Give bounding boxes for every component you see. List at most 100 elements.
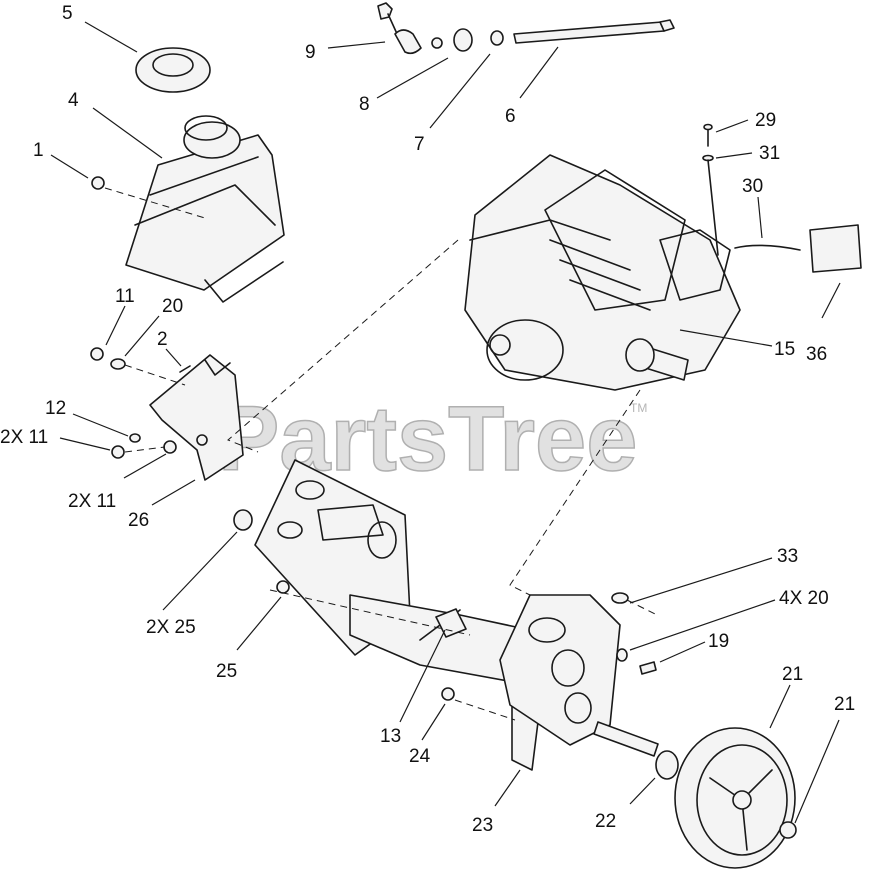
nut1-to-tank-line [104,187,206,219]
side-plate-bearing [551,649,585,687]
callout-1: 1 [33,140,44,161]
leader-4 [92,107,163,159]
leader-33 [629,557,773,604]
leader-6 [519,46,559,99]
watermark-trademark: TM [630,401,647,415]
callout-4x20: 4X 20 [779,588,829,609]
callout-4: 4 [68,90,79,111]
callout-2x11-right: 2X 11 [68,491,116,512]
screw-head-29 [703,123,713,131]
callout-20: 20 [162,296,183,317]
engine-carburetor [659,229,731,301]
leader-21 [794,719,840,824]
leader-15 [679,329,773,347]
frame-assembly [233,459,543,771]
leader-19 [659,641,706,663]
callout-23: 22 [595,811,616,832]
washer-part-20 [110,358,126,370]
leader-2x11-right [123,453,167,479]
fuel-hose-part-6 [513,21,665,44]
frame-cone [317,504,384,541]
elbow-fitting-part-9 [394,29,422,55]
leader-1 [50,154,89,179]
side-plate-assembly [499,592,657,746]
nut-part-2x11-left [111,445,125,459]
leader-36 [821,282,841,319]
callout-19: 19 [708,631,729,652]
callout-27: 26 [128,510,149,531]
leader-12 [72,413,129,437]
side-plate-opening-upper [528,617,566,643]
engine-to-sideplate-line [509,389,641,596]
mounting-bracket-assembly [90,347,244,481]
leader-8 [376,57,449,99]
washer-to-bracket-line [124,364,186,386]
engine-cylinder-head [544,169,686,311]
leader-2 [165,348,182,367]
side-plate-hole-lower [564,692,592,724]
wire-part-30 [734,244,801,251]
callout-2x25: 25 [216,661,237,682]
leader-5 [84,21,138,53]
leader-20 [124,315,160,357]
engine-part-15 [464,154,741,391]
leader-29 [715,119,749,133]
leader-7 [429,53,491,129]
fuel-line-assembly [377,2,675,55]
nut-part-1 [91,176,105,190]
callout-7: 7 [414,134,425,155]
fuel-tank-assembly [125,47,285,303]
frame-bearing [367,521,397,559]
engine-fin-2 [559,259,641,291]
callout-5: 5 [62,3,73,24]
callout-26: 2X 25 [146,617,196,638]
nut-part-11 [90,347,104,361]
leader-9 [327,41,386,49]
bracket-tab [204,359,231,376]
leader-23 [629,777,656,805]
callout-13: 13 [380,726,401,747]
tank-rib [149,156,259,196]
callout-12: 12 [45,398,66,419]
leader-13 [399,629,446,723]
washer-part-4x20 [616,648,628,662]
bolt-part-2 [179,365,191,373]
leader-4x20 [629,599,776,651]
bracket-hole [196,434,208,446]
leader-30 [757,196,763,239]
leader-27 [151,479,196,506]
hose-end-clamp [659,19,675,32]
callout-24: 23 [472,815,493,836]
leader-25 [421,703,446,741]
spacer-part-23 [655,750,679,780]
engine-fin-1 [549,239,631,271]
engine-fin-3 [569,279,651,311]
hose-clamp-part [490,30,504,46]
leader-31 [715,152,753,159]
screw-axis-line [707,159,719,256]
callout-31: 31 [759,143,780,164]
wheel-assembly [593,721,797,869]
callout-29: 29 [755,110,776,131]
frame-hole-lower [277,521,303,539]
leader-26 [162,531,238,611]
tank-bottom-flange [204,261,284,303]
axle-shaft [593,721,659,757]
callout-11: 11 [115,286,135,307]
fuel-filter-part-7 [453,28,473,52]
wheel-rim [696,744,788,856]
callout-6: 6 [505,106,516,127]
leader-22 [769,684,791,729]
callout-33: 33 [777,546,798,567]
callout-8: 8 [359,94,370,115]
callout-21: 21 [834,694,855,715]
nut25-to-bracket-line [454,699,516,721]
decal-part-36 [809,224,862,273]
callout-22: 21 [782,664,803,685]
callout-2x11-left: 2X 11 [0,427,48,448]
alignment-lines [104,187,658,721]
bracket-part-27 [149,354,244,481]
fitting-nut-part-8 [431,37,443,49]
gasket-inner-ring [152,53,194,77]
engine-flywheel-cover [486,319,564,381]
